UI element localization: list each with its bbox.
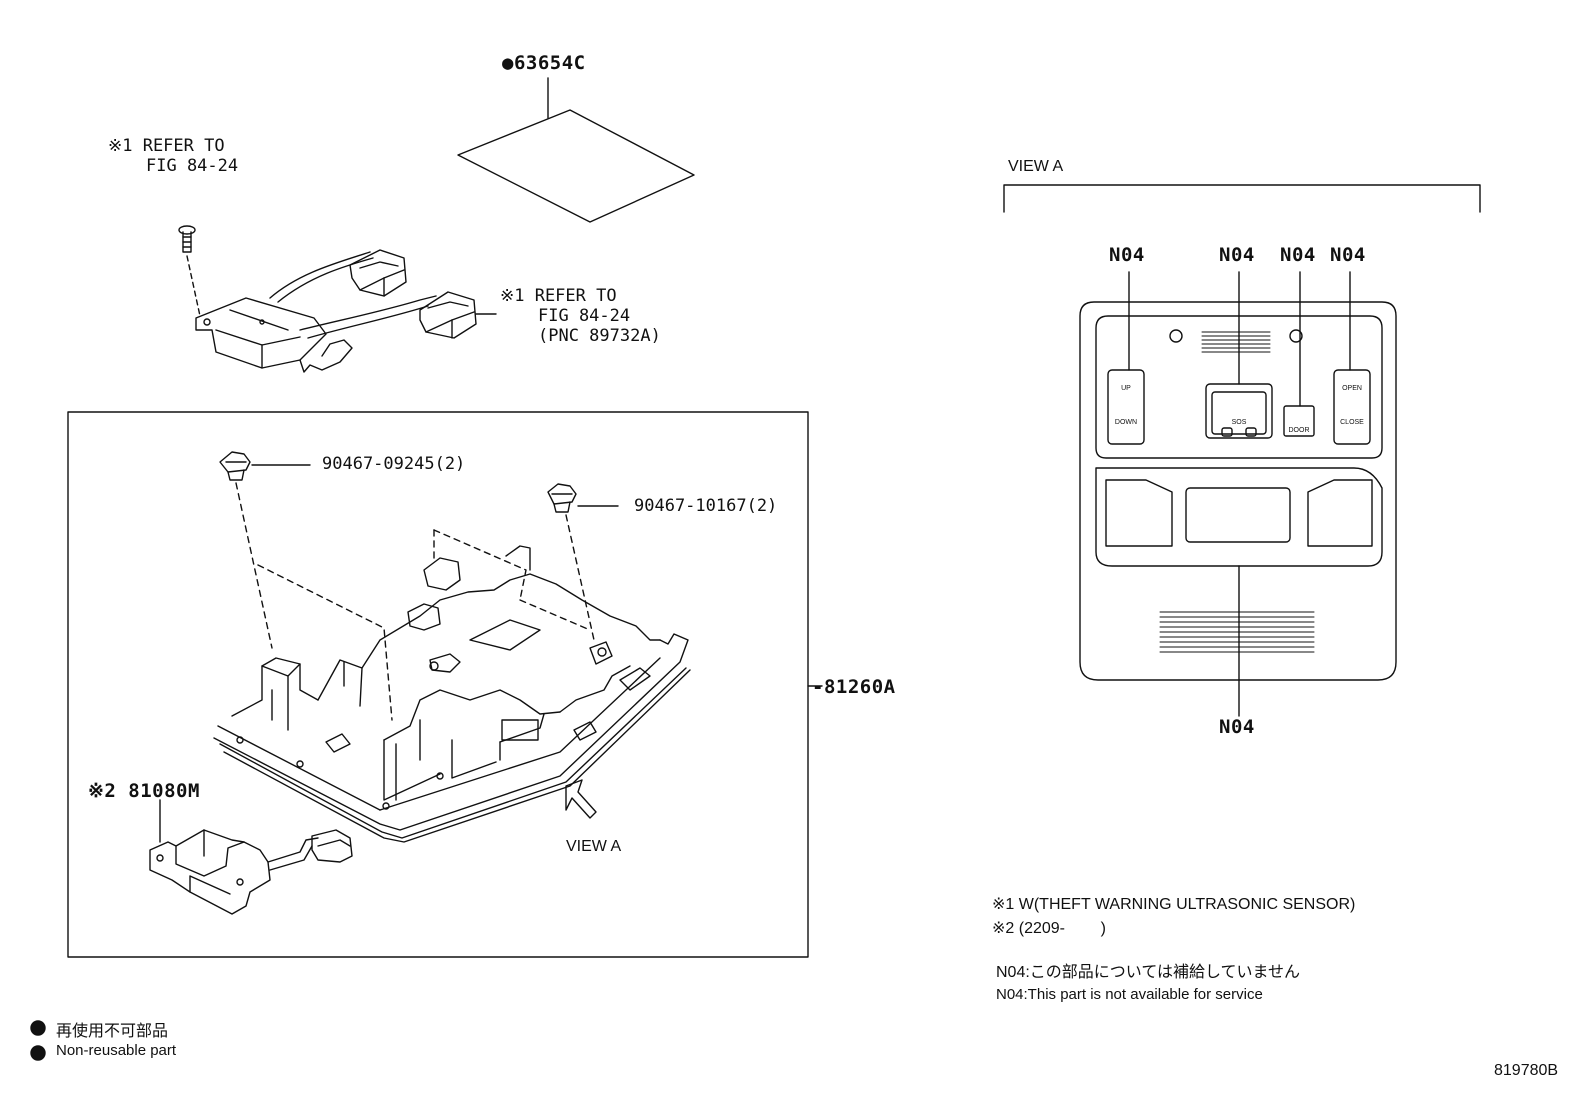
console-button-down: DOWN [1115,419,1137,426]
n04-label-1: N04 [1109,244,1145,266]
bolt-icon [178,225,201,317]
note-1: ※1 W(THEFT WARNING ULTRASONIC SENSOR) [992,896,1356,913]
part-label-90467-10167: 90467-10167(2) [634,496,778,516]
view-a-arrow-label: VIEW A [566,838,622,855]
guide-lines [257,529,591,721]
figure-id: 819780B [1494,1062,1559,1079]
console-housing-81260a [213,545,691,843]
n04-label-4: N04 [1330,244,1366,266]
console-button-open: OPEN [1342,385,1362,392]
refer-label-2-line3: (PNC 89732A) [538,326,661,346]
refer-label-1-line1: ※1 REFER TO [108,136,225,156]
bullet-icon [30,1045,46,1061]
view-a-title: VIEW A [1008,158,1064,175]
n04-note-jp: N04:この部品については補給していません [996,964,1301,981]
n04-note-en: N04:This part is not available for servi… [996,986,1263,1003]
refer-label-1-line2: FIG 84-24 [146,156,239,176]
part-label-63654c: ●63654C [502,52,586,74]
view-a-detail [1003,184,1481,717]
n04-label-bottom: N04 [1219,716,1255,738]
console-button-up: UP [1121,385,1131,392]
view-arrow-icon [565,779,597,819]
console-button-close: CLOSE [1340,419,1364,426]
part-label-81080m: ※2 81080M [88,780,200,802]
part-label-90467-09245: 90467-09245(2) [322,454,466,474]
legend-en: Non-reusable part [56,1042,177,1059]
refer-label-2-line1: ※1 REFER TO [500,286,617,306]
note-2: ※2 (2209- ) [992,920,1106,937]
console-button-sos: SOS [1232,419,1247,426]
sheet-63654c [457,77,695,223]
ultrasonic-sensor-assembly [195,249,497,373]
bracket-81080m [149,799,353,915]
part-label-81260a: -81260A [812,676,896,698]
clip-icon [547,483,619,641]
console-button-door: DOOR [1289,427,1310,434]
assembly-box [67,411,809,958]
n04-label-2: N04 [1219,244,1255,266]
legend-jp: 再使用不可部品 [56,1023,169,1040]
n04-label-3: N04 [1280,244,1316,266]
bullet-icon [30,1020,46,1036]
clip-icon [219,451,311,649]
refer-label-2-line2: FIG 84-24 [538,306,631,326]
